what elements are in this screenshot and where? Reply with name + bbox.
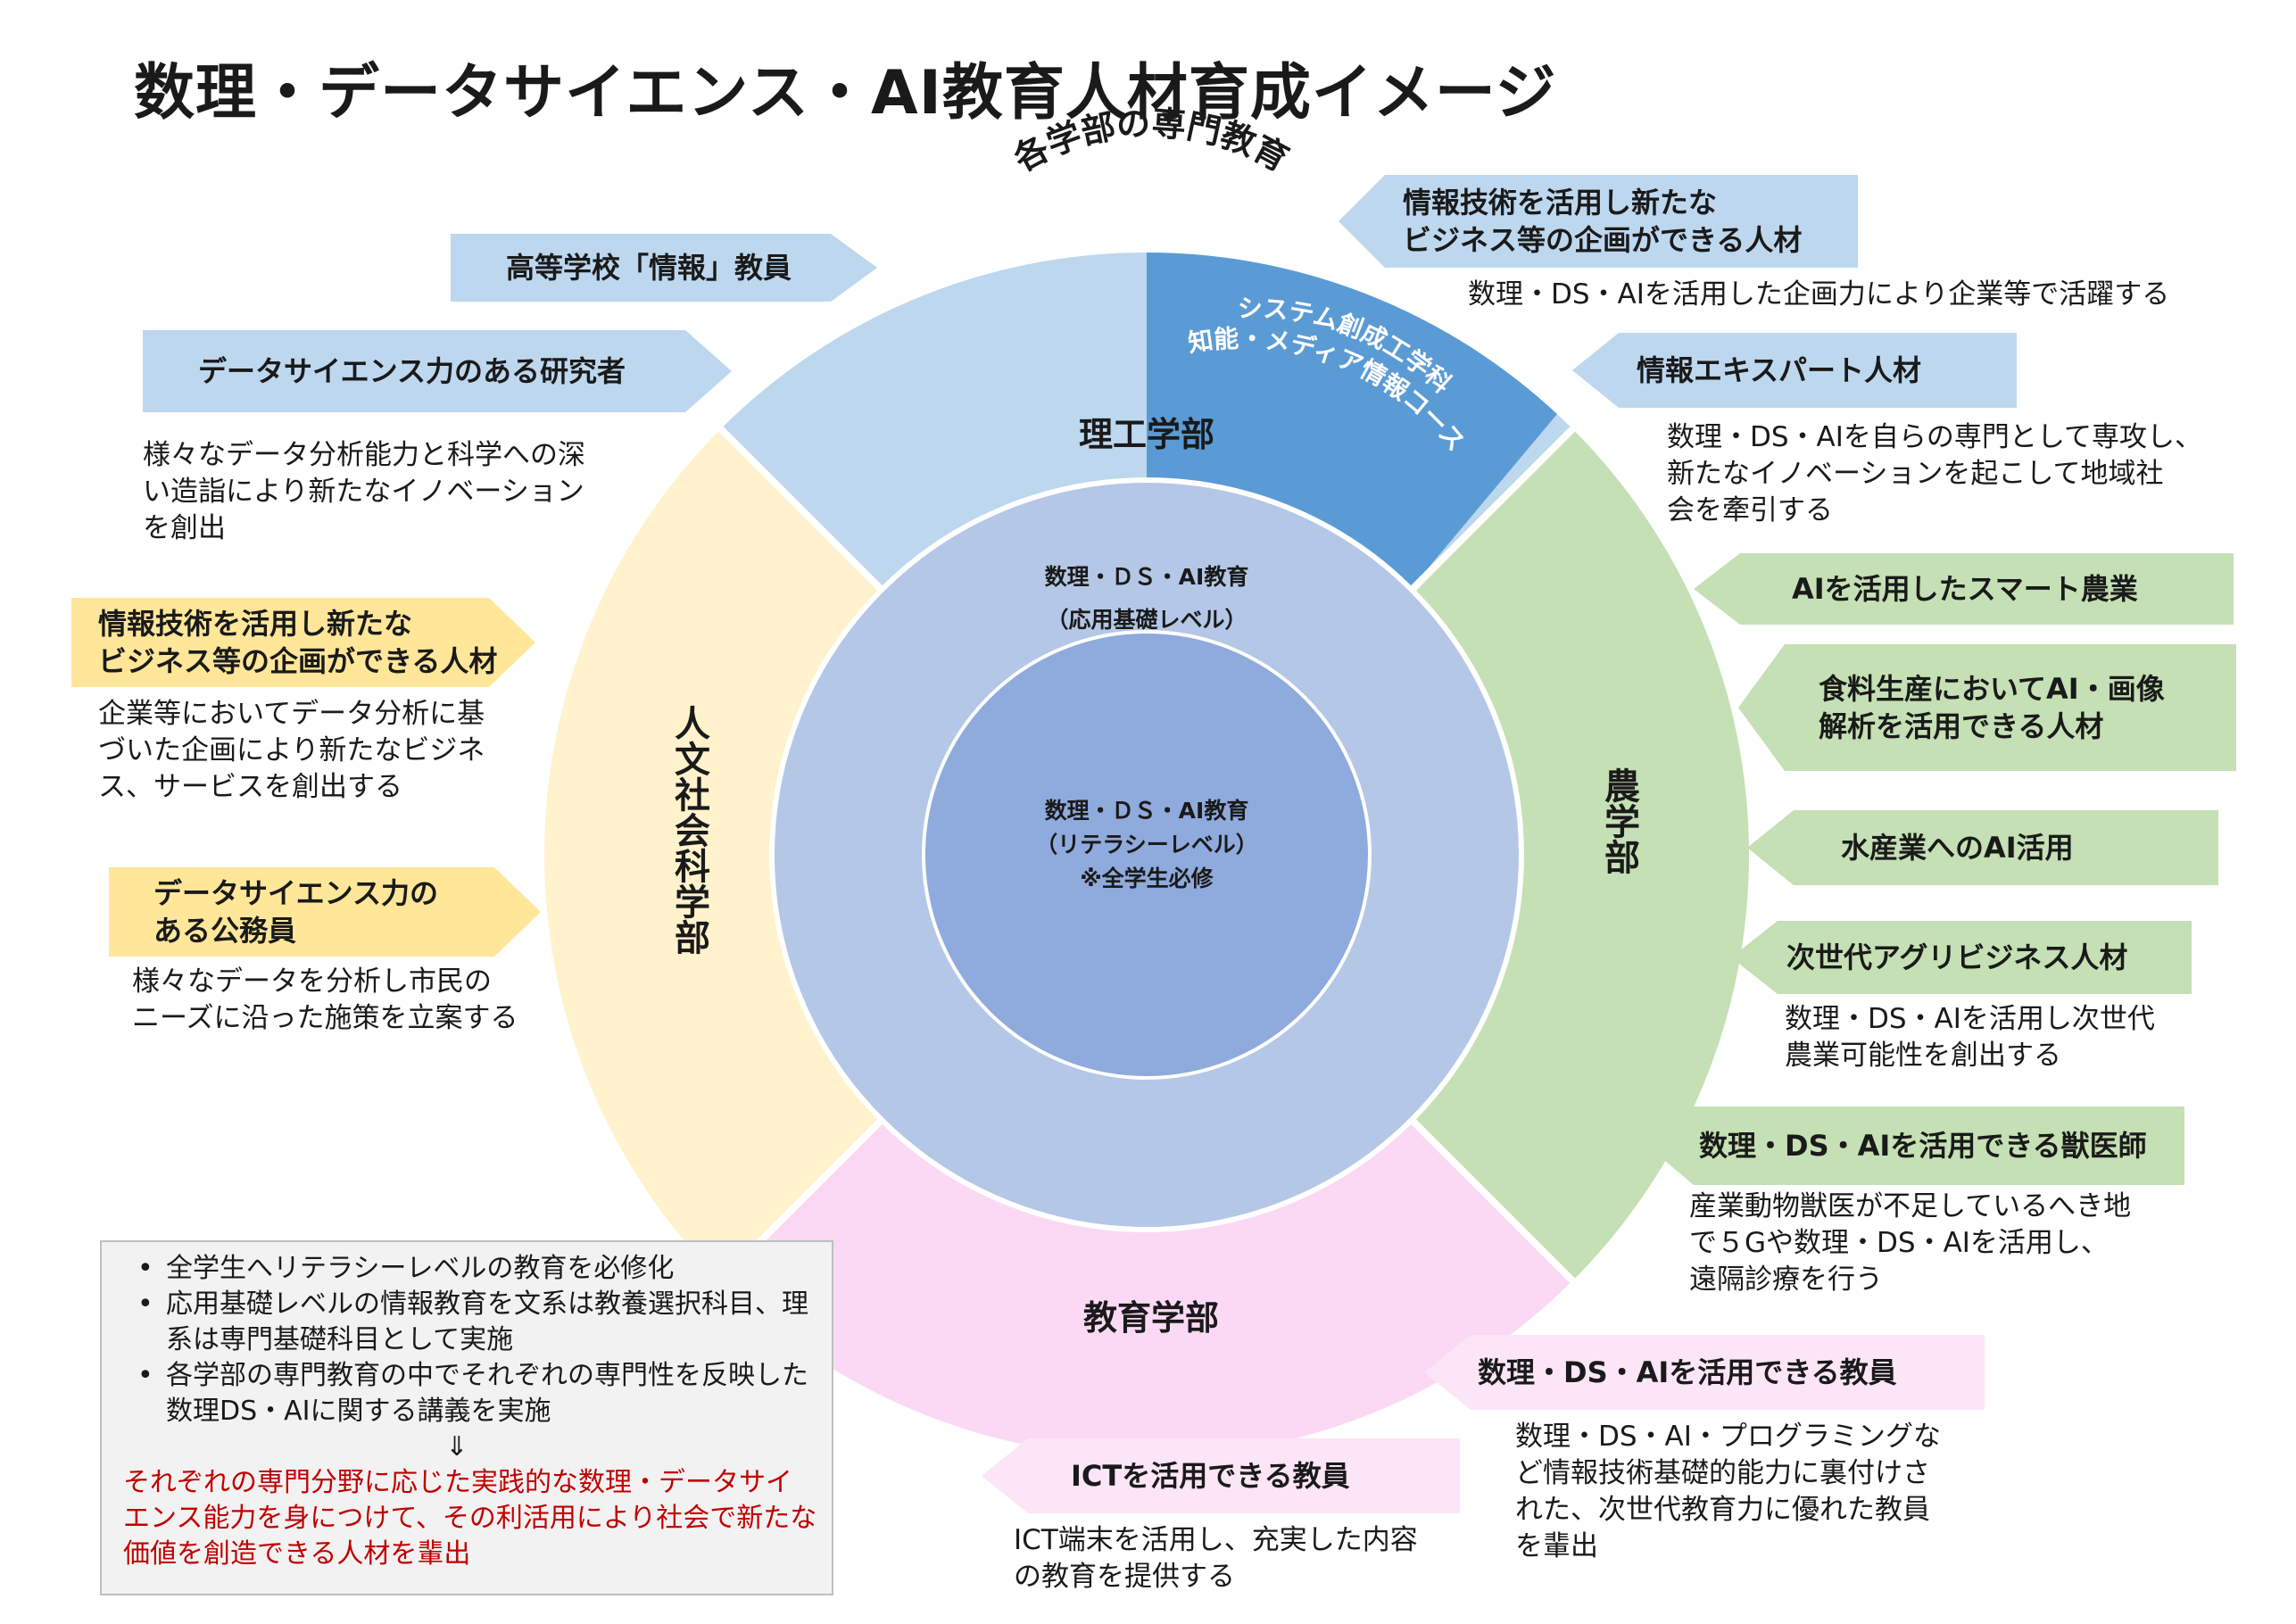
literacy-label-2: （リテラシーレベル）: [1035, 832, 1258, 858]
researcher-callout: データサイエンス力のある研究者: [143, 330, 732, 412]
ict-teacher-desc: ICT端末を活用し、充実した内容 の教育を提供する: [1014, 1524, 1418, 1593]
info-expert-callout: 情報エキスパート人材: [1572, 333, 2017, 408]
summary-box: • 全学生へリテラシーレベルの教育を必修化 • 応用基礎レベルの情報教育を文系は…: [100, 1240, 833, 1595]
summary-item: • 各学部の専門教育の中でそれぞれの専門性を反映した数理DS・AIに関する講義を…: [137, 1360, 808, 1427]
left-planner-callout: 情報技術を活用し新たな ビジネス等の企画ができる人材: [71, 598, 535, 687]
literacy-label-1: 数理・ＤＳ・AI教育: [1045, 798, 1249, 824]
literacy-core: [922, 630, 1372, 1080]
civil-servant-callout: データサイエンス力の ある公務員: [109, 867, 541, 957]
fishery-label: 水産業へのAI活用: [1841, 831, 2074, 865]
summary-item: • 全学生へリテラシーレベルの教育を必修化: [137, 1253, 675, 1284]
literacy-label-3: ※全学生必修: [1080, 866, 1214, 891]
civil-servant-label: データサイエンス力の ある公務員: [153, 876, 439, 948]
civil-servant-desc: 様々なデータを分析し市民の ニーズに沿った施策を立案する: [132, 965, 518, 1034]
ds-teacher-callout: 数理・DS・AIを活用できる教員: [1424, 1335, 1985, 1410]
agriculture-sector: [1401, 428, 1750, 1281]
svg-text:各学部の専門教育: 各学部の専門教育: [1007, 104, 1295, 179]
applied-label-1: 数理・ＤＳ・AI教育: [1045, 564, 1249, 590]
summary-item: • 応用基礎レベルの情報教育を文系は教養選択科目、理系は専門基礎科目として実施: [137, 1288, 808, 1355]
vet-label: 数理・DS・AIを活用できる獣医師: [1699, 1129, 2147, 1163]
hs-teacher-label: 高等学校「情報」教員: [506, 251, 792, 285]
right-planner-desc: 数理・DS・AIを活用した企画力により企業等で活躍する: [1468, 278, 2170, 311]
left-planner-label: 情報技術を活用し新たな ビジネス等の企画ができる人材: [98, 607, 498, 678]
agriculture-label: 農学部: [1598, 767, 1639, 874]
researcher-desc: 様々なデータ分析能力と科学への深 い造詣により新たなイノベーション を創出: [143, 439, 585, 544]
smart-agri-label: AIを活用したスマート農業: [1792, 572, 2138, 606]
right-planner-label: 情報技術を活用し新たな ビジネス等の企画ができる人材: [1403, 186, 1803, 257]
agribiz-desc: 数理・DS・AIを活用し次世代 農業可能性を創出する: [1785, 1003, 2155, 1072]
hs-teacher-callout: 高等学校「情報」教員: [451, 234, 877, 302]
info-expert-desc: 数理・DS・AIを自らの専門として専攻し、 新たなイノベーションを起こして地域社…: [1667, 421, 2202, 526]
ds-teacher-label: 数理・DS・AIを活用できる教員: [1478, 1355, 1897, 1389]
ds-teacher-desc: 数理・DS・AI・プログラミングな ど情報技術基礎的能力に裏付けさ れた、次世代…: [1515, 1421, 1941, 1562]
humanities-label: 人文社会科学部: [668, 705, 709, 955]
ict-teacher-label: ICTを活用できる教員: [1071, 1459, 1350, 1493]
right-planner-callout: 情報技術を活用し新たな ビジネス等の企画ができる人材: [1339, 175, 1858, 268]
food-ai-callout: 食料生産においてAI・画像 解析を活用できる人材: [1738, 644, 2236, 771]
vet-callout: 数理・DS・AIを活用できる獣医師: [1647, 1106, 2184, 1185]
agribiz-callout: 次世代アグリビジネス人材: [1731, 921, 2192, 994]
summary-conclusion: それぞれの専門分野に応じた実践的な数理・データサイエンス能力を身につけて、その利…: [123, 1467, 817, 1570]
smart-agri-callout: AIを活用したスマート農業: [1694, 553, 2234, 625]
agribiz-label: 次世代アグリビジネス人材: [1786, 940, 2128, 974]
humanities-sector: [543, 428, 892, 1281]
science-label: 理工学部: [1079, 415, 1214, 454]
outer-label: 各学部の専門教育: [1007, 104, 1295, 179]
researcher-label: データサイエンス力のある研究者: [198, 354, 626, 388]
page-title: 数理・データサイエンス・AI教育人材育成イメージ: [134, 58, 1557, 128]
education-sector: [720, 1109, 1573, 1458]
fishery-callout: 水産業へのAI活用: [1747, 810, 2218, 885]
education-label: 教育学部: [1083, 1298, 1219, 1338]
applied-label-2: （応用基礎レベル）: [1046, 607, 1247, 633]
info-expert-label: 情報エキスパート人材: [1637, 353, 1922, 387]
left-planner-desc: 企業等においてデータ分析に基 づいた企画により新たなビジネ ス、サービスを創出す…: [98, 698, 485, 803]
vet-desc: 産業動物獣医が不足しているへき地 で５Gや数理・DS・AIを活用し、 遠隔診療を…: [1689, 1190, 2132, 1296]
food-ai-label: 食料生産においてAI・画像 解析を活用できる人材: [1819, 672, 2165, 743]
ict-teacher-callout: ICTを活用できる教員: [982, 1438, 1460, 1513]
down-arrow-icon: ⇓: [445, 1431, 468, 1462]
